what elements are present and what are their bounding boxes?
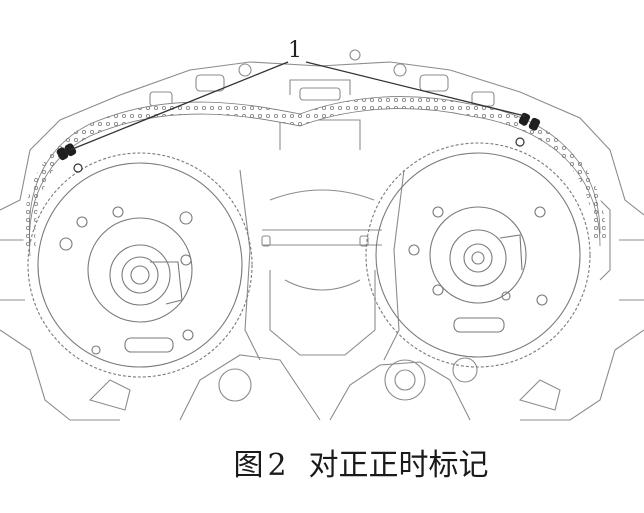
callout-label: 1 [288,38,302,63]
right-camshaft-sprocket [365,142,591,368]
caption-text: 对正正时标记 [308,448,489,483]
caption-number: 2 [267,448,287,483]
left-camshaft-sprocket [27,152,253,378]
right-timing-mark [515,112,541,147]
callout-leader-lines [69,61,526,151]
caption-prefix: 图 [233,448,264,483]
engine-block-outline [0,49,644,421]
timing-chain [23,96,606,257]
